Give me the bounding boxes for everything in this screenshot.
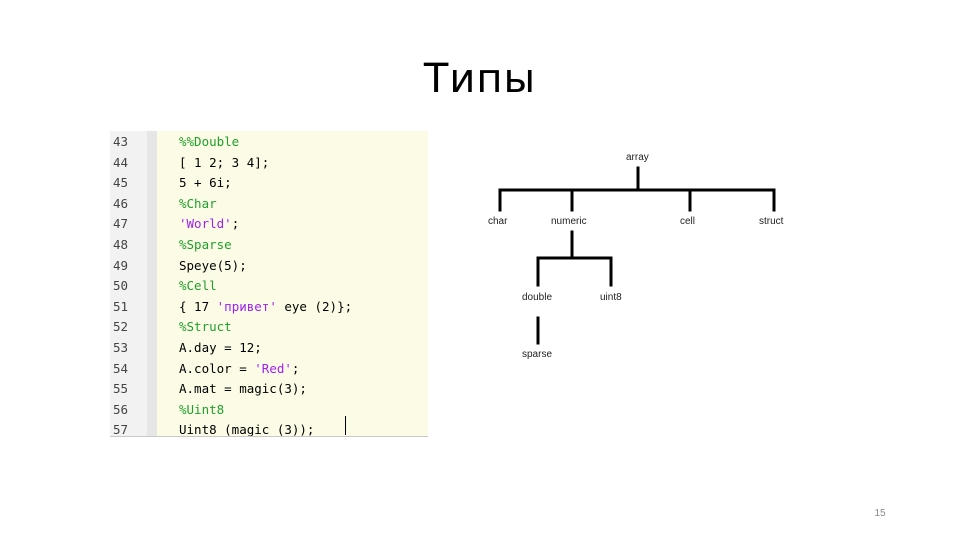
code-text[interactable]: 5 + 6i; [179,173,232,194]
code-string: 'World' [179,216,232,232]
line-number: 55 [113,381,129,397]
code-text[interactable]: %Sparse [179,235,232,256]
line-number: 51 [113,298,129,314]
line-number: 43 [113,134,129,149]
line-number: 52 [113,319,129,335]
code-text[interactable]: %Cell [179,276,217,297]
code-comment: %Uint8 [179,401,225,417]
tree-node-double: double [522,292,553,303]
page-number: 15 [874,508,886,519]
code-token: { 17 [179,298,217,314]
line-number: 49 [113,257,129,273]
code-line[interactable]: 53 A.day = 12; [110,338,428,359]
code-line[interactable]: 50 %Cell [110,276,428,297]
code-line[interactable]: 49 Speye(5); [110,256,428,277]
line-number: 57 [113,422,129,437]
code-line[interactable]: 44 [ 1 2; 3 4]; [110,153,428,174]
code-text[interactable]: %Struct [179,317,232,338]
tree-node-numeric: numeric [551,216,587,227]
code-text[interactable]: %%Double [179,132,239,153]
code-token: ; [291,360,300,376]
code-line[interactable]: 47 'World'; [110,214,428,235]
code-line[interactable]: 51 { 17 'привет' eye (2)}; [110,297,428,318]
code-comment: %Struct [179,319,232,335]
line-number: 56 [113,401,129,417]
line-number-gutter [110,131,147,436]
slide-title: Типы [423,56,537,102]
tree-node-char: char [488,216,508,227]
tree-node-sparse: sparse [522,349,553,360]
code-text[interactable]: [ 1 2; 3 4]; [179,153,269,174]
code-token: A.day = 12; [179,340,262,355]
tree-node-uint8: uint8 [600,292,622,303]
code-token: eye (2)}; [276,298,353,314]
code-line[interactable]: 55 A.mat = magic(3); [110,379,428,400]
code-line[interactable]: 54 A.color = 'Red'; [110,359,428,380]
code-line[interactable]: 46 %Char [110,194,428,215]
code-line[interactable]: 43 %%Double [110,132,428,153]
code-comment: %Cell [179,278,217,294]
code-string: 'Red' [254,360,292,376]
code-text[interactable]: %Uint8 [179,400,224,421]
code-text[interactable]: A.mat = magic(3); [179,379,307,400]
code-string: 'привет' [216,298,277,314]
code-text[interactable]: 'World'; [179,214,239,235]
code-comment: %Char [179,195,217,211]
line-number: 47 [113,216,129,232]
code-text[interactable]: A.color = 'Red'; [179,359,299,380]
line-number: 46 [113,195,129,211]
line-number: 50 [113,278,129,294]
code-comment: %%Double [179,134,240,149]
line-number: 48 [113,237,129,252]
code-editor[interactable]: 43 %%Double 44 [ 1 2; 3 4]; 45 5 + 6i; 46 %Char… [110,131,428,437]
code-text[interactable]: %Char [179,194,217,215]
code-token: Uint8 (magic (3)); [179,422,315,437]
code-token: A.color = [179,360,255,376]
code-text[interactable]: A.day = 12; [179,338,262,359]
code-token: [ 1 2; 3 4]; [179,154,270,170]
code-line[interactable]: 52 %Struct [110,317,428,338]
code-token: Speye(5); [179,257,247,273]
code-comment: %Sparse [179,237,232,252]
tree-node-array: array [626,152,649,163]
code-text[interactable]: { 17 'привет' eye (2)}; [179,297,352,318]
code-text[interactable]: Speye(5); [179,256,247,277]
tree-node-cell: cell [680,216,696,227]
code-text[interactable]: Uint8 (magic (3)); [179,420,315,437]
code-line[interactable]: 57 Uint8 (magic (3)); [110,420,428,437]
code-line[interactable]: 45 5 + 6i; [110,173,428,194]
code-token: A.mat = magic(3); [179,381,307,397]
code-line[interactable]: 48 %Sparse [110,235,428,256]
code-line[interactable]: 56 %Uint8 [110,400,428,421]
text-cursor [345,416,346,435]
line-number: 45 [113,175,129,191]
code-token: ; [231,216,240,232]
tree-node-struct: struct [759,216,784,227]
line-number: 53 [113,340,129,355]
code-token: 5 + 6i; [179,175,232,191]
line-number: 54 [113,360,129,376]
line-number: 44 [113,154,129,170]
code-folding-strip [147,131,157,436]
